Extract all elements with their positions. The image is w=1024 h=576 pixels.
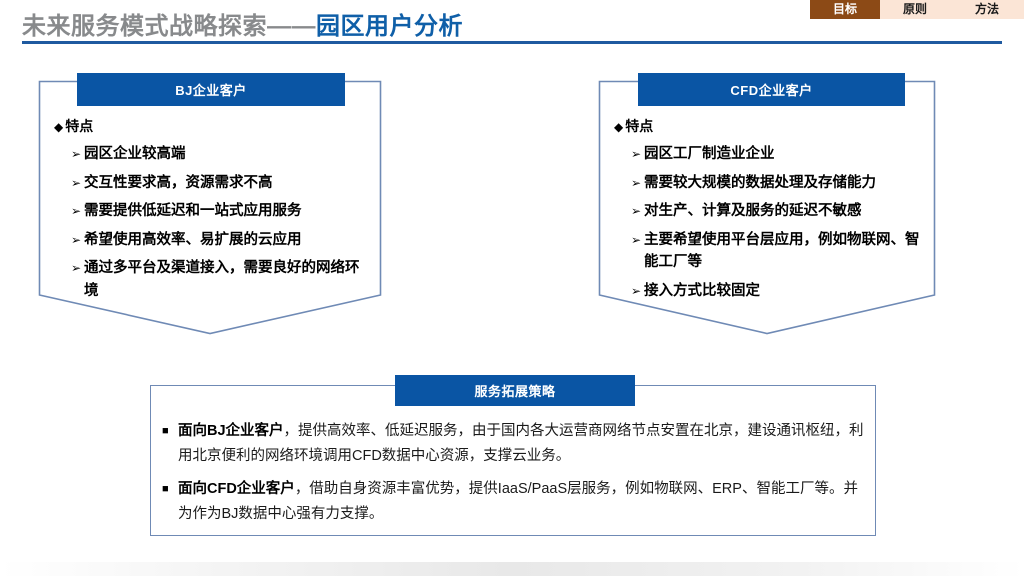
tab-goal[interactable]: 目标 [810, 0, 880, 19]
list-item: ➢接入方式比较固定 [631, 280, 920, 303]
diamond-icon: ◆ [54, 120, 64, 134]
card-cfd-section-label: 特点 [625, 118, 654, 134]
card-bj-bullet-list: ➢园区企业较高端 ➢交互性要求高，资源需求不高 ➢需要提供低延迟和一站式应用服务… [54, 143, 366, 302]
list-item-text: 希望使用高效率、易扩展的云应用 [84, 231, 302, 248]
strategy-item-lead: 面向BJ企业客户 [178, 423, 284, 439]
arrow-bullet-icon: ➢ [631, 232, 642, 247]
list-item-text: 园区工厂制造业企业 [644, 146, 775, 162]
list-item: ➢需要较大规模的数据处理及存储能力 [631, 172, 920, 195]
strategy-card-header: 服务拓展策略 [395, 375, 635, 406]
list-item: ➢需要提供低延迟和一站式应用服务 [71, 200, 366, 223]
arrow-bullet-icon: ➢ [631, 283, 642, 298]
arrow-bullet-icon: ➢ [631, 175, 642, 190]
page-title-plain: 未来服务模式战略探索—— [22, 13, 316, 40]
arrow-bullet-icon: ➢ [71, 204, 82, 218]
list-item: ➢对生产、计算及服务的延迟不敏感 [631, 200, 920, 223]
diamond-icon: ◆ [614, 120, 624, 134]
card-bj-header: BJ企业客户 [77, 73, 345, 106]
list-item: ■ 面向BJ企业客户，提供高效率、低延迟服务，由于国内各大运营商网络节点安置在北京… [162, 419, 868, 469]
arrow-bullet-icon: ➢ [71, 147, 82, 161]
page-title: 未来服务模式战略探索——园区用户分析 [22, 6, 463, 41]
list-item: ➢园区工厂制造业企业 [631, 143, 920, 166]
square-bullet-icon: ■ [162, 425, 169, 437]
card-bj-section-title: ◆特点 [54, 116, 366, 136]
footer-decoration [0, 562, 1024, 576]
card-cfd-header: CFD企业客户 [638, 73, 905, 106]
list-item-text: 园区企业较高端 [84, 146, 186, 162]
tab-method[interactable]: 方法 [950, 0, 1024, 19]
list-item: ➢希望使用高效率、易扩展的云应用 [71, 229, 366, 252]
card-bj-content: ◆特点 ➢园区企业较高端 ➢交互性要求高，资源需求不高 ➢需要提供低延迟和一站式… [54, 116, 366, 308]
list-item-text: 需要提供低延迟和一站式应用服务 [84, 203, 302, 219]
card-cfd: CFD企业客户 ◆特点 ➢园区工厂制造业企业 ➢需要较大规模的数据处理及存储能力… [598, 73, 936, 335]
card-cfd-content: ◆特点 ➢园区工厂制造业企业 ➢需要较大规模的数据处理及存储能力 ➢对生产、计算… [614, 116, 920, 308]
card-cfd-bullet-list: ➢园区工厂制造业企业 ➢需要较大规模的数据处理及存储能力 ➢对生产、计算及服务的… [614, 143, 920, 302]
card-bj-section-label: 特点 [65, 118, 94, 134]
arrow-bullet-icon: ➢ [71, 232, 82, 247]
list-item: ➢交互性要求高，资源需求不高 [71, 172, 366, 195]
strategy-list: ■ 面向BJ企业客户，提供高效率、低延迟服务，由于国内各大运营商网络节点安置在北京… [162, 419, 868, 535]
tab-principle[interactable]: 原则 [880, 0, 950, 19]
arrow-bullet-icon: ➢ [71, 175, 82, 190]
list-item-text: 接入方式比较固定 [644, 282, 760, 299]
square-bullet-icon: ■ [162, 483, 169, 495]
list-item: ➢通过多平台及渠道接入，需要良好的网络环境 [71, 257, 366, 302]
arrow-bullet-icon: ➢ [631, 204, 642, 218]
strategy-item-text: ，提供高效率、低延迟服务，由于国内各大运营商网络节点安置在北京，建设通讯枢纽，利… [178, 423, 864, 464]
arrow-bullet-icon: ➢ [631, 147, 642, 161]
list-item-text: 通过多平台及渠道接入，需要良好的网络环境 [84, 260, 360, 299]
list-item-text: 对生产、计算及服务的延迟不敏感 [644, 203, 862, 219]
arrow-bullet-icon: ➢ [71, 261, 82, 275]
page-title-accent: 园区用户分析 [316, 13, 463, 40]
strategy-card [150, 385, 876, 536]
strategy-item-lead: 面向CFD企业客户 [178, 481, 295, 497]
card-bj: BJ企业客户 ◆特点 ➢园区企业较高端 ➢交互性要求高，资源需求不高 ➢需要提供… [38, 73, 382, 335]
card-cfd-section-title: ◆特点 [614, 116, 920, 136]
strategy-item-text: ，借助自身资源丰富优势，提供IaaS/PaaS层服务，例如物联网、ERP、智能工… [178, 481, 858, 522]
list-item-text: 需要较大规模的数据处理及存储能力 [644, 174, 876, 191]
title-divider [22, 41, 1002, 44]
list-item: ➢主要希望使用平台层应用，例如物联网、智能工厂等 [631, 229, 920, 274]
section-tabs: 目标 原则 方法 [810, 0, 1024, 19]
list-item: ➢园区企业较高端 [71, 143, 366, 166]
list-item-text: 主要希望使用平台层应用，例如物联网、智能工厂等 [644, 231, 920, 271]
list-item-text: 交互性要求高，资源需求不高 [84, 174, 273, 191]
list-item: ■ 面向CFD企业客户，借助自身资源丰富优势，提供IaaS/PaaS层服务，例如物… [162, 477, 868, 527]
